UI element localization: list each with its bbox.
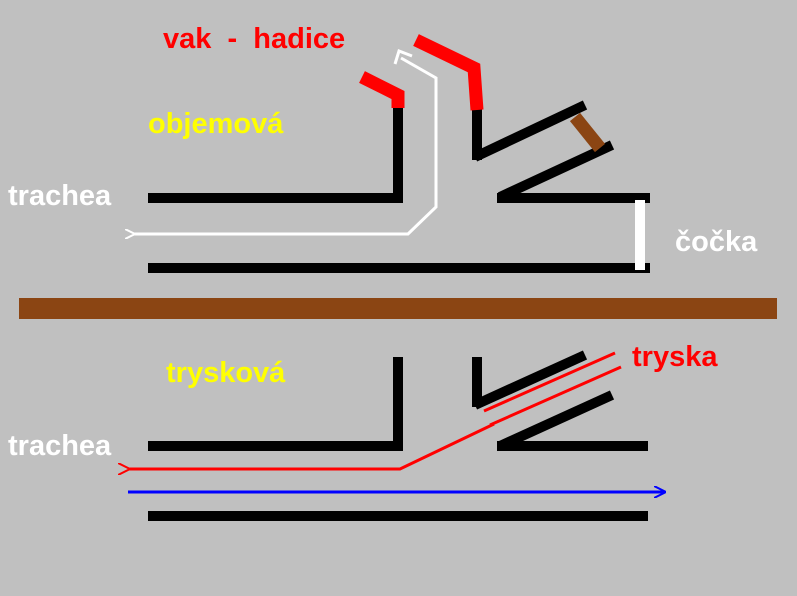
top-airflow-path xyxy=(133,56,438,234)
jet-flow-path xyxy=(128,422,495,469)
bag-hose-right xyxy=(413,34,484,111)
top-trachea-label: trachea xyxy=(8,180,112,212)
panel-divider xyxy=(19,298,777,319)
bottom-side-port-upper xyxy=(472,350,588,410)
top-panel: vak - hadice objemová trachea čočka xyxy=(8,23,758,273)
top-valve xyxy=(569,112,606,153)
top-side-port-upper xyxy=(472,100,588,162)
lens-label: čočka xyxy=(675,226,758,258)
top-airflow-start-arrowhead xyxy=(393,49,413,65)
jet-nozzle-line-upper xyxy=(483,351,616,413)
bag-hose-label: vak - hadice xyxy=(163,23,345,55)
jet-label: tryska xyxy=(632,341,718,373)
bottom-mode-label: trysková xyxy=(166,357,286,389)
top-mode-label: objemová xyxy=(148,108,284,140)
jet-nozzle-line-lower xyxy=(489,365,622,427)
top-side-port-lower xyxy=(497,140,615,202)
bottom-side-port-lower xyxy=(497,390,615,451)
bag-hose-left xyxy=(359,71,405,108)
bottom-trachea-label: trachea xyxy=(8,430,112,462)
bottom-panel: tryska trysková trachea xyxy=(8,341,718,521)
